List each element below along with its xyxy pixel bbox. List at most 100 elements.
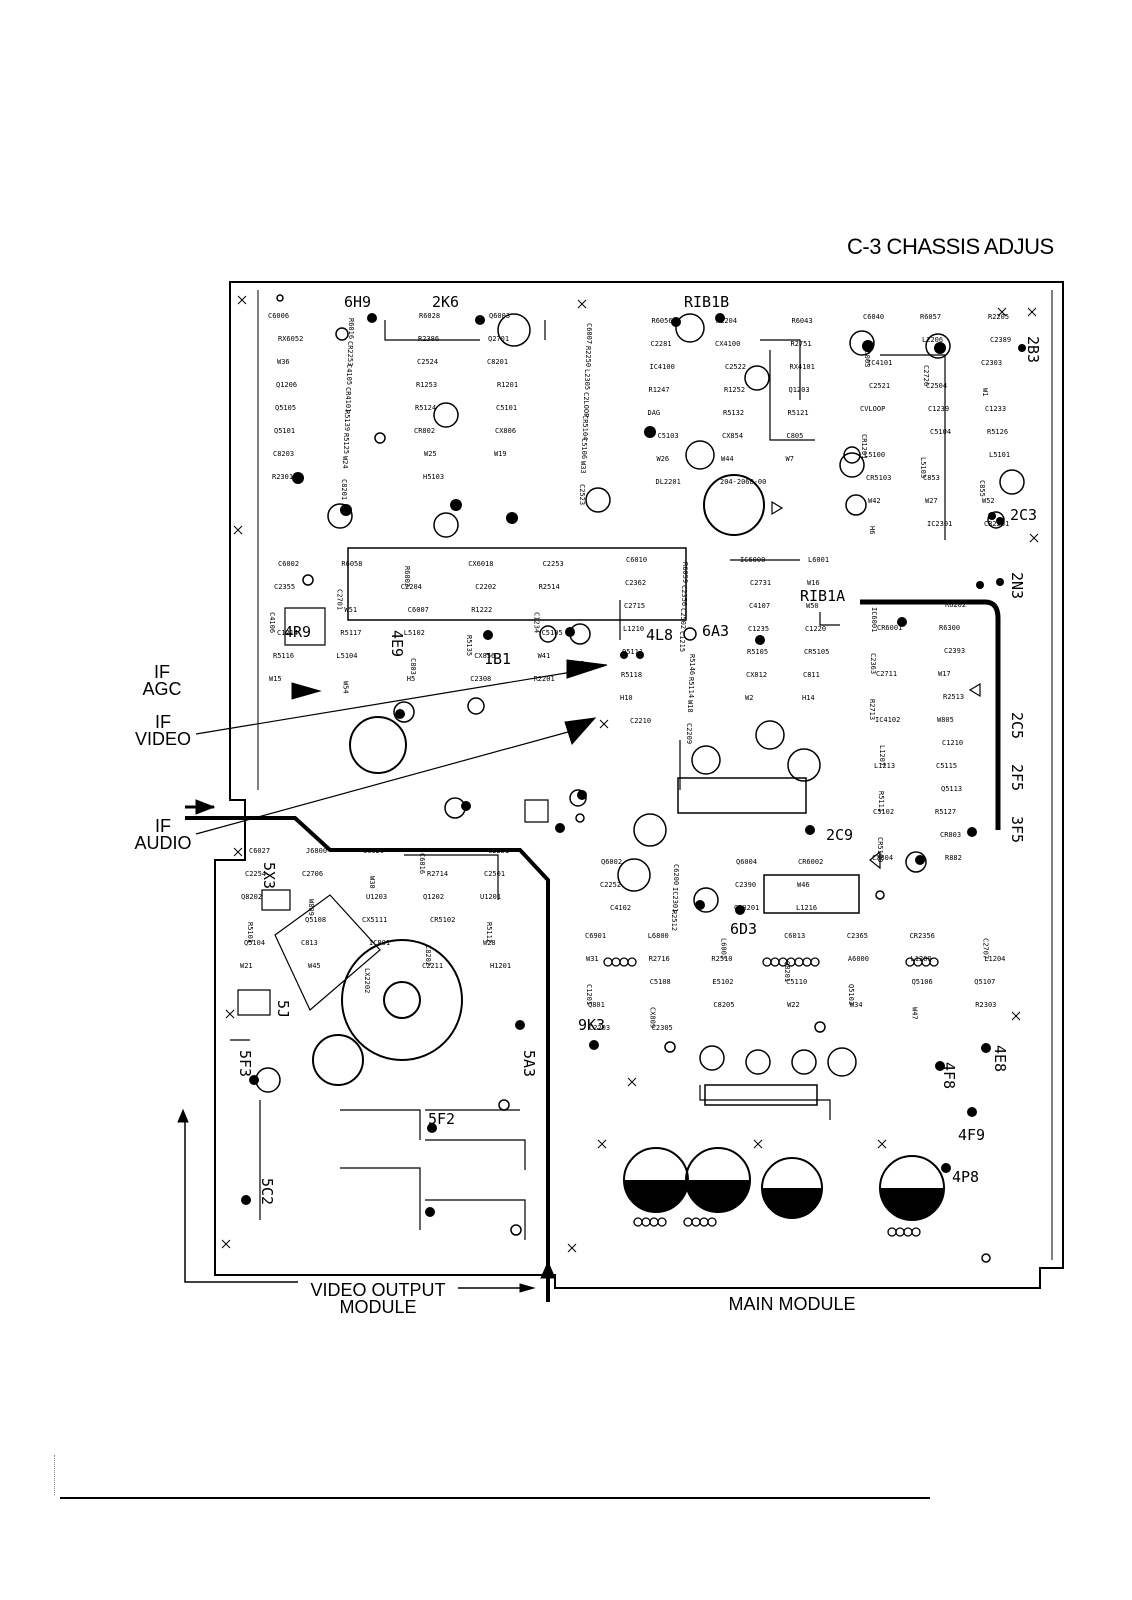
component-label: C1215: [678, 631, 686, 652]
component-label: W51: [344, 606, 357, 614]
component-label: R2512: [670, 910, 678, 931]
component-label: CX5111: [362, 916, 387, 924]
component-label: IC4100: [650, 363, 675, 371]
component-label: IC4102: [875, 716, 900, 724]
component-label: R1253: [416, 381, 437, 389]
component-label: C2253: [543, 560, 564, 568]
component-label: R2514: [539, 583, 560, 591]
component-label: C2711: [876, 670, 897, 678]
component-label: W24: [341, 456, 349, 469]
component-label: R2713: [868, 699, 876, 720]
component-label: R1247: [649, 386, 670, 394]
test-point-2b3: 2B3: [1024, 336, 1042, 363]
component-label: W7: [786, 455, 794, 463]
component-label: R6043: [792, 317, 813, 325]
if-audio-line1: IF: [155, 816, 171, 836]
component-label: C1235: [748, 625, 769, 633]
component-label: Q6004: [736, 858, 757, 866]
component-label: L6001: [808, 556, 829, 564]
component-label: CR2201: [984, 520, 1009, 528]
component-label: L8202: [424, 945, 432, 966]
component-label: C853: [923, 474, 940, 482]
component-label: Q5105: [275, 404, 296, 412]
component-label: C811: [803, 671, 820, 679]
component-label: W2: [745, 694, 753, 702]
test-point-2c9: 2C9: [826, 826, 853, 844]
test-point-4e8: 4E8: [991, 1045, 1009, 1072]
component-label: C2210: [630, 717, 651, 725]
component-label: C2356: [680, 585, 688, 606]
component-label: Q5106: [912, 978, 933, 986]
component-label: CR6001: [877, 624, 902, 632]
component-label: CX806: [495, 427, 516, 435]
component-label: C2362: [625, 579, 646, 587]
reference-triangles: [771, 500, 981, 870]
component-label: Q5111: [622, 648, 643, 656]
component-label: L6800: [648, 932, 669, 940]
component-label: C2204: [401, 583, 422, 591]
component-label: W25: [424, 450, 437, 458]
test-point-2f5: 2F5: [1008, 764, 1026, 791]
test-point-4f8: 4F8: [940, 1062, 958, 1089]
component-label: C5106: [580, 438, 588, 459]
component-label: C2203: [589, 1024, 610, 1032]
component-label: C4107: [749, 602, 770, 610]
component-label: R5101: [246, 922, 254, 943]
component-label: C8203: [273, 450, 294, 458]
component-label: CR2253: [346, 341, 354, 366]
component-label: R2714: [427, 870, 448, 878]
component-label: C5102: [873, 808, 894, 816]
test-point-4l8: 4L8: [646, 626, 673, 644]
component-label: H10: [620, 694, 633, 702]
component-label: CR5104: [581, 415, 589, 440]
component-label: R5111: [877, 791, 885, 812]
component-label: L5100: [864, 451, 885, 459]
component-label: R5126: [987, 428, 1008, 436]
test-point-4f9: 4F9: [958, 1126, 985, 1144]
component-label: C5101: [496, 404, 517, 412]
component-label: H5: [407, 675, 415, 683]
component-label: DAG: [648, 409, 661, 417]
component-label: R5117: [340, 629, 361, 637]
test-point-6h9: 6H9: [344, 293, 371, 311]
component-label: C2305: [652, 1024, 673, 1032]
component-label: W809: [307, 899, 315, 916]
component-label: CR4101: [344, 387, 352, 412]
component-label: C6016: [418, 853, 426, 874]
component-label: W19: [494, 450, 507, 458]
component-label: Q5107: [974, 978, 995, 986]
component-label: C2303: [981, 359, 1002, 367]
test-point-4e9: 4E9: [388, 630, 406, 657]
component-label: Q1203: [789, 386, 810, 394]
component-label: RX4101: [790, 363, 815, 371]
component-label: CR2356: [910, 932, 935, 940]
page-title: C-3 CHASSIS ADJUS: [847, 234, 1054, 259]
component-label: W50: [806, 602, 819, 610]
component-label: C2726: [922, 365, 930, 386]
component-label: W27: [925, 497, 938, 505]
component-label: R6028: [419, 312, 440, 320]
component-label: R1252: [724, 386, 745, 394]
component-label: R5124: [415, 404, 436, 412]
component-label: CR5100: [876, 837, 884, 862]
component-label: CVLOOP: [860, 405, 885, 413]
component-label: C6027: [249, 847, 270, 855]
test-point-5c2: 5C2: [258, 1178, 276, 1205]
component-label: R5139: [343, 410, 351, 431]
component-label: RX6052: [278, 335, 303, 343]
component-label: C8201: [340, 479, 348, 500]
component-label: C2390: [735, 881, 756, 889]
component-label: C4102: [610, 904, 631, 912]
component-label: IC2301: [671, 887, 679, 912]
component-label: H14: [802, 694, 815, 702]
component-label: C1220: [805, 625, 826, 633]
component-label: R6003: [403, 566, 411, 587]
component-label: Q5108: [305, 916, 326, 924]
test-point-2k6: 2K6: [432, 293, 459, 311]
test-point-5j: 5J: [274, 1000, 292, 1018]
component-label: C2521: [869, 382, 890, 390]
board-outline: [214, 281, 1064, 1289]
module-boundary: [185, 816, 550, 1302]
component-label: W21: [240, 962, 253, 970]
